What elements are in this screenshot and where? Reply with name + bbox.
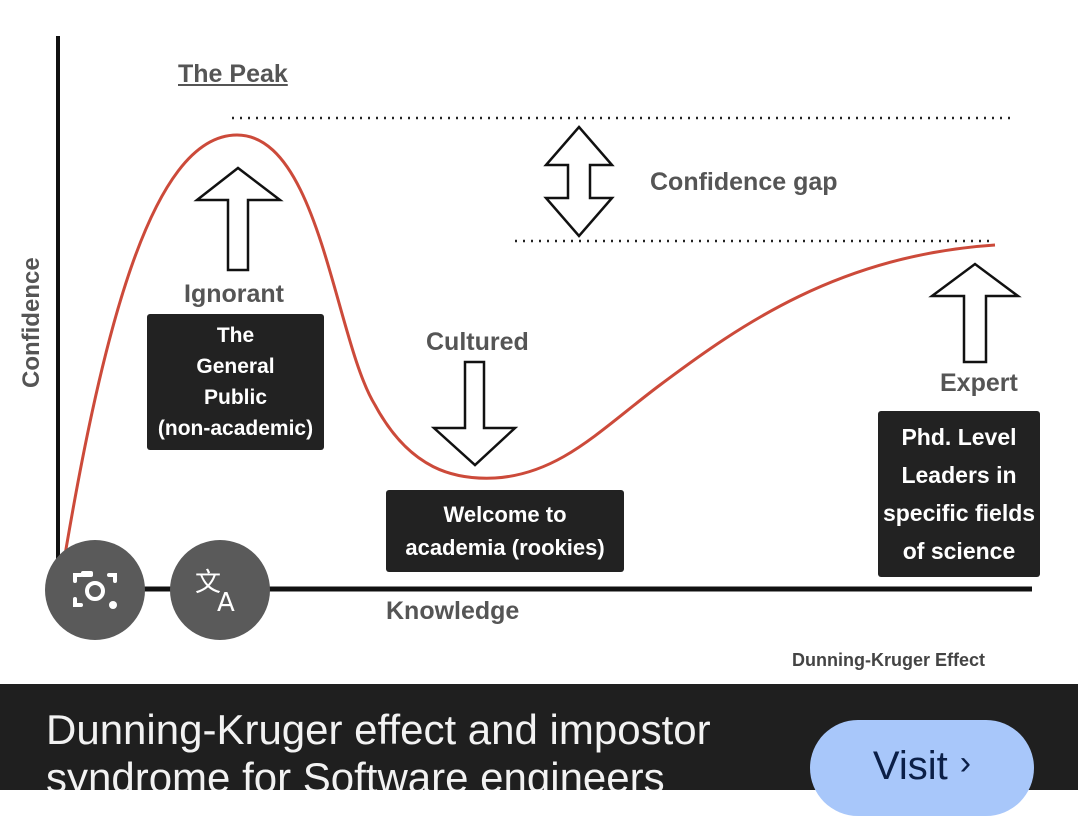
academia-box: Welcome to academia (rookies) <box>386 490 624 572</box>
translate-icon: 文 A <box>195 568 235 615</box>
expert-label: Expert <box>940 369 1018 397</box>
chevron-right-icon: › <box>959 744 972 782</box>
box-line: The <box>216 324 255 347</box>
box-line: Phd. Level <box>901 424 1017 450</box>
box-line: academia (rookies) <box>405 535 605 560</box>
confidence-curve <box>58 133 996 586</box>
camera-search-icon <box>73 571 117 609</box>
ignorant-label: Ignorant <box>184 280 284 308</box>
visit-button[interactable]: Visit › <box>810 720 1034 816</box>
expert-box: Phd. Level Leaders in specific fields of… <box>878 411 1040 577</box>
cultured-label: Cultured <box>426 328 529 356</box>
double-arrow-icon <box>543 125 615 238</box>
box-line: of science <box>902 538 1016 564</box>
up-arrow-icon <box>193 166 284 272</box>
box-line: Leaders in <box>901 462 1017 488</box>
result-image[interactable]: The Peak Confidence gap Confidence Knowl… <box>0 0 1078 684</box>
lens-search-button[interactable] <box>45 540 145 640</box>
box-line: Public <box>203 386 267 409</box>
peak-label: The Peak <box>178 60 288 88</box>
box-line: specific fields <box>882 500 1036 526</box>
result-title[interactable]: Dunning-Kruger effect and impostor syndr… <box>46 706 711 790</box>
x-axis-label: Knowledge <box>386 597 520 625</box>
diagram-caption: Dunning-Kruger Effect <box>792 650 985 670</box>
general-public-box: The General Public (non-academic) <box>147 314 324 450</box>
result-info-bar: Dunning-Kruger effect and impostor syndr… <box>0 684 1078 816</box>
confidence-gap-label: Confidence gap <box>650 168 838 196</box>
translate-button[interactable]: 文 A <box>170 540 270 640</box>
svg-text:文: 文 <box>195 568 221 598</box>
svg-text:A: A <box>217 588 235 615</box>
y-axis-label: Confidence <box>18 257 45 388</box>
visit-label: Visit <box>872 744 948 788</box>
box-line: Welcome to <box>443 502 567 527</box>
box-line: (non-academic) <box>157 417 314 440</box>
down-arrow-icon <box>430 360 519 467</box>
expert-up-arrow-icon <box>928 262 1022 364</box>
box-line: General <box>196 355 275 378</box>
